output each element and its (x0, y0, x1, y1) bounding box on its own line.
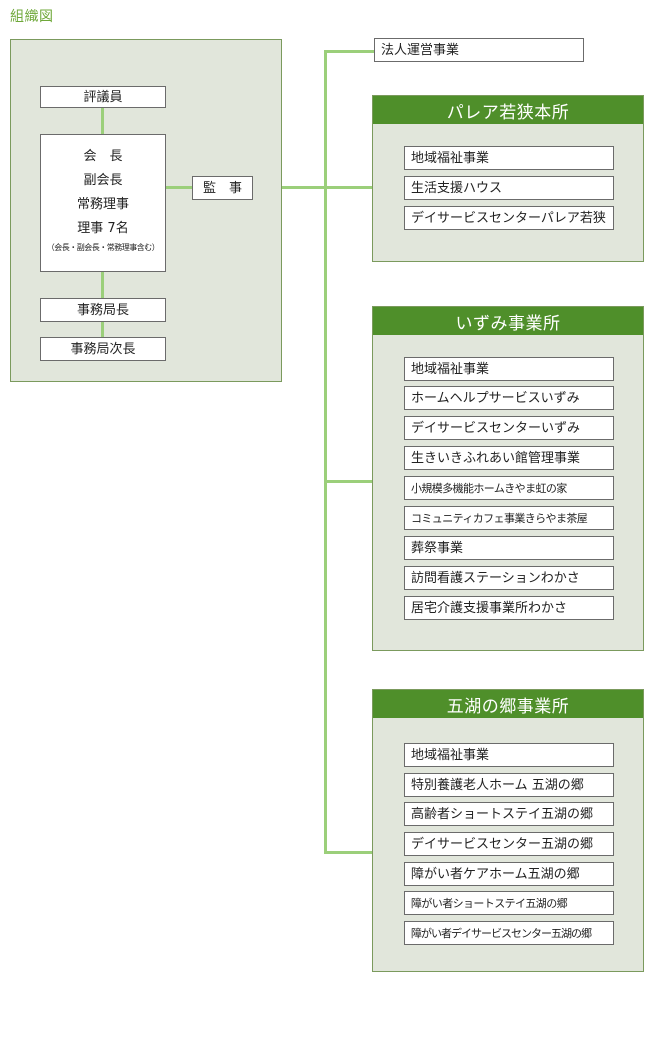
branch-division-2 (324, 480, 374, 483)
service-label: 障がい者デイサービスセンター五湖の郷 (411, 926, 592, 940)
division-name-3: 五湖の郷事業所 (446, 696, 570, 717)
service-item: 特別養護老人ホーム 五湖の郷 (404, 773, 614, 797)
connector-board-auditor (166, 186, 192, 189)
service-item: 訪問看護ステーションわかさ (404, 566, 614, 590)
service-item: 生きいきふれあい館管理事業 (404, 446, 614, 470)
service-item: ホームヘルプサービスいずみ (404, 386, 614, 410)
secretary-general-box: 事務局長 (40, 298, 166, 322)
service-label: デイサービスセンターパレア若狭 (411, 210, 606, 226)
connector-board-secretary (101, 272, 104, 298)
service-label: 葬祭事業 (411, 540, 464, 556)
service-item: 障がい者デイサービスセンター五湖の郷 (404, 921, 614, 945)
service-label: デイサービスセンターいずみ (411, 420, 581, 436)
service-label: デイサービスセンター五湖の郷 (411, 836, 594, 852)
service-item: デイサービスセンターパレア若狭 (404, 206, 614, 230)
service-item: 高齢者ショートステイ五湖の郷 (404, 802, 614, 826)
councillors-label: 評議員 (83, 89, 123, 105)
branch-division-3 (324, 851, 374, 854)
service-label: 訪問看護ステーションわかさ (411, 570, 580, 586)
service-label: 居宅介護支援事業所わかさ (411, 600, 568, 616)
service-label: 障がい者ケアホーム五湖の郷 (411, 866, 580, 882)
service-item: 生活支援ハウス (404, 176, 614, 200)
secretary-general-label: 事務局長 (76, 302, 129, 318)
auditor-label: 監 事 (202, 180, 242, 196)
service-item: デイサービスセンター五湖の郷 (404, 832, 614, 856)
division-header-1: パレア若狭本所 (373, 96, 643, 124)
service-item: 地域福祉事業 (404, 743, 614, 767)
service-label: 障がい者ショートステイ五湖の郷 (411, 896, 568, 910)
service-label: 地域福祉事業 (411, 150, 490, 166)
service-item: デイサービスセンターいずみ (404, 416, 614, 440)
division-header-3: 五湖の郷事業所 (373, 690, 643, 718)
directors-note: （会長・副会長・常務理事含む） (46, 243, 160, 252)
deputy-secretary-general-label: 事務局次長 (70, 341, 136, 357)
service-label: 小規模多機能ホームきやま虹の家 (411, 481, 567, 495)
managing-director-label: 常務理事 (76, 197, 129, 212)
branch-corporate (324, 50, 374, 53)
service-label: 地域福祉事業 (411, 361, 490, 377)
division-name-1: パレア若狭本所 (446, 102, 570, 123)
councillors-box: 評議員 (40, 86, 166, 108)
connector-secretary-deputy (101, 322, 104, 337)
directors-label: 理事 7名 (77, 221, 129, 236)
service-item: 障がい者ケアホーム五湖の郷 (404, 862, 614, 886)
deputy-secretary-general-box: 事務局次長 (40, 337, 166, 361)
service-item: 居宅介護支援事業所わかさ (404, 596, 614, 620)
vice-chair-label: 副会長 (83, 173, 123, 188)
board-box: 会 長 副会長 常務理事 理事 7名 （会長・副会長・常務理事含む） (40, 134, 166, 272)
division-header-2: いずみ事業所 (373, 307, 643, 335)
service-label: ホームヘルプサービスいずみ (411, 390, 580, 406)
corporate-business-label: 法人運営事業 (381, 42, 460, 58)
division-name-2: いずみ事業所 (455, 313, 561, 334)
service-label: 高齢者ショートステイ五湖の郷 (411, 806, 594, 822)
service-label: 特別養護老人ホーム 五湖の郷 (411, 777, 584, 793)
service-label: コミュニティカフェ事業きらやま茶屋 (411, 511, 588, 525)
service-item: 地域福祉事業 (404, 357, 614, 381)
service-item: 障がい者ショートステイ五湖の郷 (404, 891, 614, 915)
auditor-box: 監 事 (192, 176, 253, 200)
service-item: 小規模多機能ホームきやま虹の家 (404, 476, 614, 500)
service-label: 地域福祉事業 (411, 747, 490, 763)
connector-governance-trunk (282, 186, 327, 189)
corporate-business-box: 法人運営事業 (374, 38, 584, 62)
connector-councillors-board (101, 108, 104, 134)
service-item: 地域福祉事業 (404, 146, 614, 170)
chair-label: 会 長 (83, 149, 123, 164)
service-item: 葬祭事業 (404, 536, 614, 560)
page-title: 組織図 (10, 9, 54, 25)
trunk-line (324, 50, 327, 854)
branch-division-1 (324, 186, 374, 189)
service-item: コミュニティカフェ事業きらやま茶屋 (404, 506, 614, 530)
service-label: 生活支援ハウス (411, 180, 503, 196)
service-label: 生きいきふれあい館管理事業 (411, 450, 581, 466)
